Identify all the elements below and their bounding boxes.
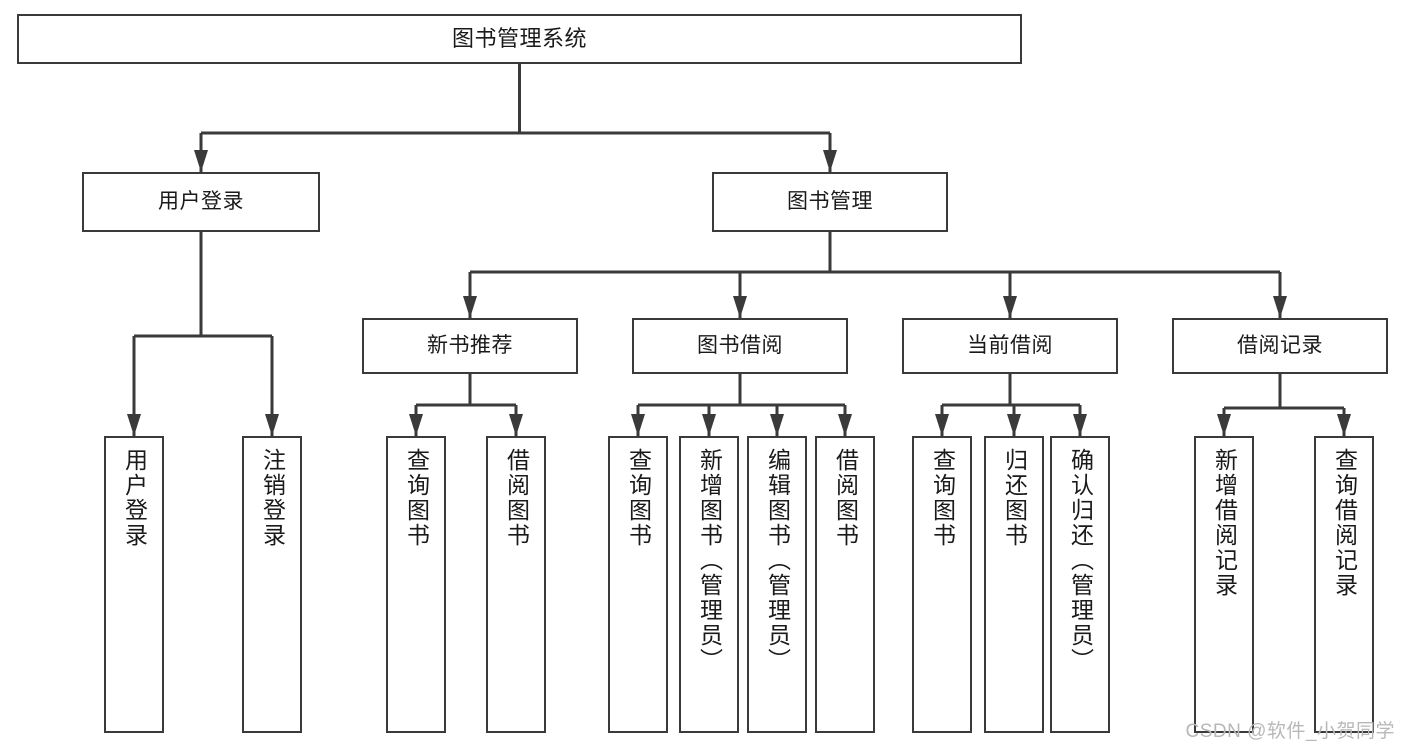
leaf-node-leaf-add-book[interactable]: 新增图书（管理员）: [679, 436, 739, 733]
conn-current-fanout-arrowhead-2: [1073, 414, 1087, 436]
level3-node-borrow-record-label: 借阅记录: [1237, 333, 1323, 357]
level2-node-user-login-label: 用户登录: [158, 189, 244, 213]
watermark-text: CSDN @软件_小贺同学: [1185, 721, 1395, 742]
conn-root-fanout-arrowhead-1: [823, 150, 837, 172]
level3-node-book-borrow[interactable]: 图书借阅: [632, 318, 848, 374]
leaf-node-leaf-user-logout-label: 注销登录: [259, 448, 286, 548]
leaf-node-leaf-return-book-label: 归还图书: [1001, 448, 1028, 548]
level3-node-borrow-record[interactable]: 借阅记录: [1172, 318, 1388, 374]
leaf-node-leaf-borrow-book[interactable]: 借阅图书: [815, 436, 875, 733]
conn-current-fanout-arrowhead-1: [1007, 414, 1021, 436]
leaf-node-leaf-edit-book-label: 编辑图书（管理员）: [764, 448, 791, 673]
conn-borrow-fanout-arrowhead-2: [770, 414, 784, 436]
conn-bookmgmt-fanout-arrowhead-0: [463, 296, 477, 318]
leaf-node-leaf-confirm-return[interactable]: 确认归还（管理员）: [1050, 436, 1110, 733]
root-node-root-label: 图书管理系统: [451, 26, 587, 52]
leaf-node-leaf-query-book-current[interactable]: 查询图书: [912, 436, 972, 733]
conn-bookmgmt-fanout-arrowhead-3: [1273, 296, 1287, 318]
leaf-node-leaf-query-borrow-record-label: 查询借阅记录: [1331, 448, 1358, 598]
conn-bookmgmt-fanout-arrowhead-2: [1003, 296, 1017, 318]
conn-borrow-fanout-arrowhead-0: [631, 414, 645, 436]
conn-userlogin-fanout-arrowhead-1: [265, 414, 279, 436]
leaf-node-leaf-add-borrow-record-label: 新增借阅记录: [1211, 448, 1238, 598]
level3-node-book-borrow-label: 图书借阅: [697, 333, 783, 357]
leaf-node-leaf-borrow-book-recommend[interactable]: 借阅图书: [486, 436, 546, 733]
leaf-node-leaf-query-book-recommend-label: 查询图书: [403, 448, 430, 548]
conn-recommend-fanout-arrowhead-0: [409, 414, 423, 436]
leaf-node-leaf-user-login-label: 用户登录: [121, 448, 148, 548]
leaf-node-leaf-confirm-return-label: 确认归还（管理员）: [1067, 448, 1094, 673]
conn-borrow-fanout-arrowhead-1: [702, 414, 716, 436]
leaf-node-leaf-borrow-book-label: 借阅图书: [832, 448, 859, 548]
leaf-node-leaf-return-book[interactable]: 归还图书: [984, 436, 1044, 733]
level3-node-current-borrow-label: 当前借阅: [967, 333, 1053, 357]
level3-node-current-borrow[interactable]: 当前借阅: [902, 318, 1118, 374]
leaf-node-leaf-borrow-book-recommend-label: 借阅图书: [503, 448, 530, 548]
leaf-node-leaf-query-borrow-record[interactable]: 查询借阅记录: [1314, 436, 1374, 733]
level2-node-book-management[interactable]: 图书管理: [712, 172, 948, 232]
level2-node-book-management-label: 图书管理: [787, 189, 873, 213]
level3-node-new-book-recommend[interactable]: 新书推荐: [362, 318, 578, 374]
leaf-node-leaf-user-login[interactable]: 用户登录: [104, 436, 164, 733]
leaf-node-leaf-query-book-borrow-label: 查询图书: [625, 448, 652, 548]
conn-recommend-fanout-arrowhead-1: [509, 414, 523, 436]
root-node-root[interactable]: 图书管理系统: [17, 14, 1022, 64]
leaf-node-leaf-add-book-label: 新增图书（管理员）: [696, 448, 723, 673]
level2-node-user-login[interactable]: 用户登录: [82, 172, 320, 232]
leaf-node-leaf-edit-book[interactable]: 编辑图书（管理员）: [747, 436, 807, 733]
leaf-node-leaf-query-book-recommend[interactable]: 查询图书: [386, 436, 446, 733]
leaf-node-leaf-add-borrow-record[interactable]: 新增借阅记录: [1194, 436, 1254, 733]
conn-root-fanout-arrowhead-0: [194, 150, 208, 172]
conn-borrow-fanout-arrowhead-3: [838, 414, 852, 436]
conn-record-fanout-arrowhead-0: [1217, 414, 1231, 436]
level3-node-new-book-recommend-label: 新书推荐: [427, 333, 513, 357]
conn-record-fanout-arrowhead-1: [1337, 414, 1351, 436]
conn-bookmgmt-fanout-arrowhead-1: [733, 296, 747, 318]
leaf-node-leaf-query-book-current-label: 查询图书: [929, 448, 956, 548]
conn-current-fanout-arrowhead-0: [935, 414, 949, 436]
leaf-node-leaf-user-logout[interactable]: 注销登录: [242, 436, 302, 733]
conn-userlogin-fanout-arrowhead-0: [127, 414, 141, 436]
leaf-node-leaf-query-book-borrow[interactable]: 查询图书: [608, 436, 668, 733]
